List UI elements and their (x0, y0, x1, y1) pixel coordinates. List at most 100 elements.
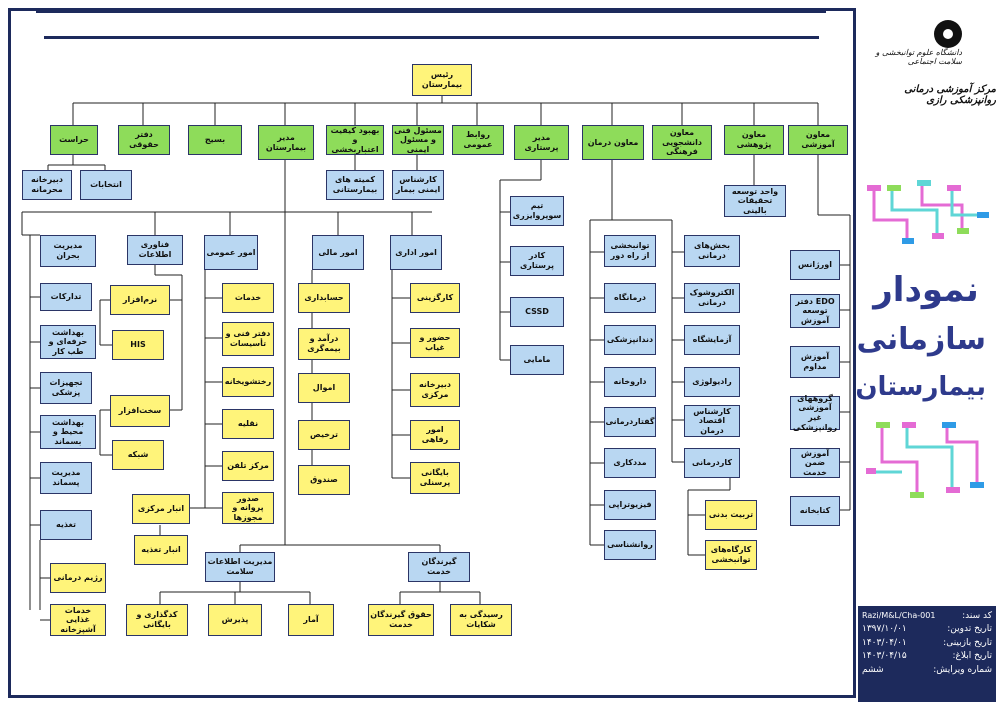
node-treat-r3: رادیولوژی (684, 367, 740, 397)
node-admin-2: دبیرخانه مرکزی (410, 373, 460, 407)
node-it: فناوری اطلاعات (127, 235, 183, 265)
doc-code-label: کد سند: (962, 610, 992, 621)
chart-frame (8, 8, 856, 698)
node-edu-0: اورژانس (790, 250, 840, 280)
node-edu-2: آموزش مداوم (790, 346, 840, 378)
node-admin-4: بایگانی پرسنلی (410, 462, 460, 494)
university-logo-icon-inner (943, 29, 953, 39)
node-treat-r4: کارشناس اقتصاد درمان (684, 405, 740, 437)
node-left-2: بهداشت حرفه‌ای و طب کار (40, 325, 96, 359)
node-general-2: رختشویخانه (222, 367, 274, 397)
node-nursing-0: تیم سوپروایزری (510, 196, 564, 226)
node-general-3: نقلیه (222, 409, 274, 439)
node-nursing-manager: مدیر پرستاری (514, 125, 569, 160)
node-general-5: صدور پروانه و مجوزها (222, 492, 274, 524)
center-name: مرکز آموزشی درمانی روانپزشکی رازی (904, 84, 996, 106)
node-nursing-2: CSSD (510, 297, 564, 327)
node-service: گیرندگان خدمت (408, 552, 470, 582)
node-left-0: مدیریت بحران (40, 235, 96, 267)
node-treat-r2: آزمایشگاه (684, 325, 740, 355)
node-finance-2: اموال (298, 373, 350, 403)
node-edu-3: گروههای آموزشی غیر روانپزشکی (790, 394, 840, 432)
node-nursing-3: مامایی (510, 345, 564, 375)
network-decoration-bottom-icon (866, 422, 984, 498)
edition-value: ششم (862, 664, 884, 675)
node-security: حراست (50, 125, 98, 155)
node-treat-r0: بخش‌های درمانی (684, 235, 740, 267)
doc-code-value: Razi/M&L/Cha-001 (862, 611, 936, 621)
node-treat-r1: الکتروشوک درمانی (684, 283, 740, 313)
node-him-2: آمار (288, 604, 334, 636)
node-treat-l0: توانبخشی از راه دور (604, 235, 656, 267)
node-safety-officer: مسئول فنی و مسئول ایمنی (392, 125, 444, 155)
node-treat-r5: کاردرمانی (684, 448, 740, 478)
frame-top-rule-2 (44, 36, 819, 39)
node-edu-1: EDO دفتر توسعه آموزش (790, 294, 840, 328)
node-general: امور عمومی (204, 235, 258, 270)
node-patient-safety: کارشناس ایمنی بیمار (392, 170, 444, 200)
node-left-5: مدیریت پسماند (40, 462, 92, 494)
notify-date-value: ۱۴۰۳/۰۴/۱۵ (862, 651, 907, 662)
compile-date-label: تاریخ تدوین: (947, 624, 992, 635)
node-admin-0: کارگزینی (410, 283, 460, 313)
notify-date-label: تاریخ ابلاغ: (952, 651, 992, 662)
node-treat-l2: دندانپزشکی (604, 325, 656, 355)
node-nutrition-0: رژیم درمانی (50, 563, 106, 593)
review-date-value: ۱۴۰۳/۰۴/۰۱ (862, 637, 907, 648)
doc-code-row: کد سند: Razi/M&L/Cha-001 (862, 609, 992, 623)
node-admin: امور اداری (390, 235, 442, 270)
node-finance-3: ترخیص (298, 420, 350, 450)
node-education-deputy: معاون آموزشی (788, 125, 848, 155)
node-treatment-deputy: معاون درمان (582, 125, 644, 160)
title-line-3: بیمارستان (855, 372, 986, 402)
network-decoration-top-icon (867, 180, 989, 244)
node-edu-4: آموزش ضمن خدمت (790, 448, 840, 478)
node-head: رئیس بیمارستان (412, 64, 472, 96)
node-research-deputy: معاون پژوهشی (724, 125, 784, 155)
node-finance-0: حسابداری (298, 283, 350, 313)
node-warehouse-central: انبار مرکزی (132, 494, 190, 524)
node-student-cultural-deputy: معاون دانشجویی فرهنگی (652, 125, 712, 160)
node-treat-l3: داروخانه (604, 367, 656, 397)
node-admin-1: حضور و غیاب (410, 328, 460, 358)
review-date-row: تاریخ بازبینی: ۱۴۰۳/۰۴/۰۱ (862, 636, 992, 650)
node-it-2: سخت‌افزار (110, 395, 170, 427)
title-line-2: سازمانی (856, 322, 987, 357)
node-basij: بسیج (188, 125, 242, 155)
node-finance-1: درآمد و بیمه‌گری (298, 328, 350, 360)
node-admin-3: امور رفاهی (410, 420, 460, 450)
compile-date-row: تاریخ تدوین: ۱۳۹۷/۱۰/۰۱ (862, 623, 992, 637)
node-occ-0: تربیت بدنی (705, 500, 757, 530)
node-hospital-manager: مدیر بیمارستان (258, 125, 314, 160)
title-line-1: نمودار (873, 270, 979, 310)
node-general-4: مرکز تلفن (222, 451, 274, 481)
review-date-label: تاریخ بازبینی: (943, 637, 992, 648)
node-treat-l7: روانشناسی (604, 530, 656, 560)
node-left-4: بهداشت محیط و بسماند (40, 415, 96, 449)
node-committees: کمیته های بیمارستانی (326, 170, 384, 200)
node-nutrition-1: خدمات غذایی آشپزخانه (50, 604, 106, 636)
node-secretariat: دبیرخانه محرمانه (22, 170, 72, 200)
node-treat-l1: درمانگاه (604, 283, 656, 313)
university-name: دانشگاه علوم توانبخشی و سلامت اجتماعی (875, 48, 962, 66)
compile-date-value: ۱۳۹۷/۱۰/۰۱ (862, 624, 907, 635)
node-it-3: شبکه (112, 440, 164, 470)
node-general-0: خدمات (222, 283, 274, 313)
node-him-0: کدگذاری و بایگانی (126, 604, 188, 636)
notify-date-row: تاریخ ابلاغ: ۱۴۰۳/۰۴/۱۵ (862, 650, 992, 664)
node-left-3: تجهیزات پزشکی (40, 372, 92, 404)
node-general-1: دفتر فنی و تأسیسات (222, 322, 274, 356)
frame-top-rule (36, 10, 826, 13)
node-service-0: حقوق گیرندگان خدمت (368, 604, 434, 636)
node-left-6: تغذیه (40, 510, 92, 540)
node-him: مدیریت اطلاعات سلامت (205, 552, 275, 582)
node-warehouse-food: انبار تغذیه (134, 535, 188, 565)
node-treat-l4: گفتاردرمانی (604, 407, 656, 437)
node-occ-1: کارگاه‌های توانبخشی (705, 540, 757, 570)
node-service-1: رسیدگی به شکایات (450, 604, 512, 636)
document-info-panel: کد سند: Razi/M&L/Cha-001 تاریخ تدوین: ۱۳… (858, 606, 996, 702)
node-nursing-1: کادر پرستاری (510, 246, 564, 276)
node-treat-l5: مددکاری (604, 448, 656, 478)
edition-row: شماره ویرایش: ششم (862, 663, 992, 677)
